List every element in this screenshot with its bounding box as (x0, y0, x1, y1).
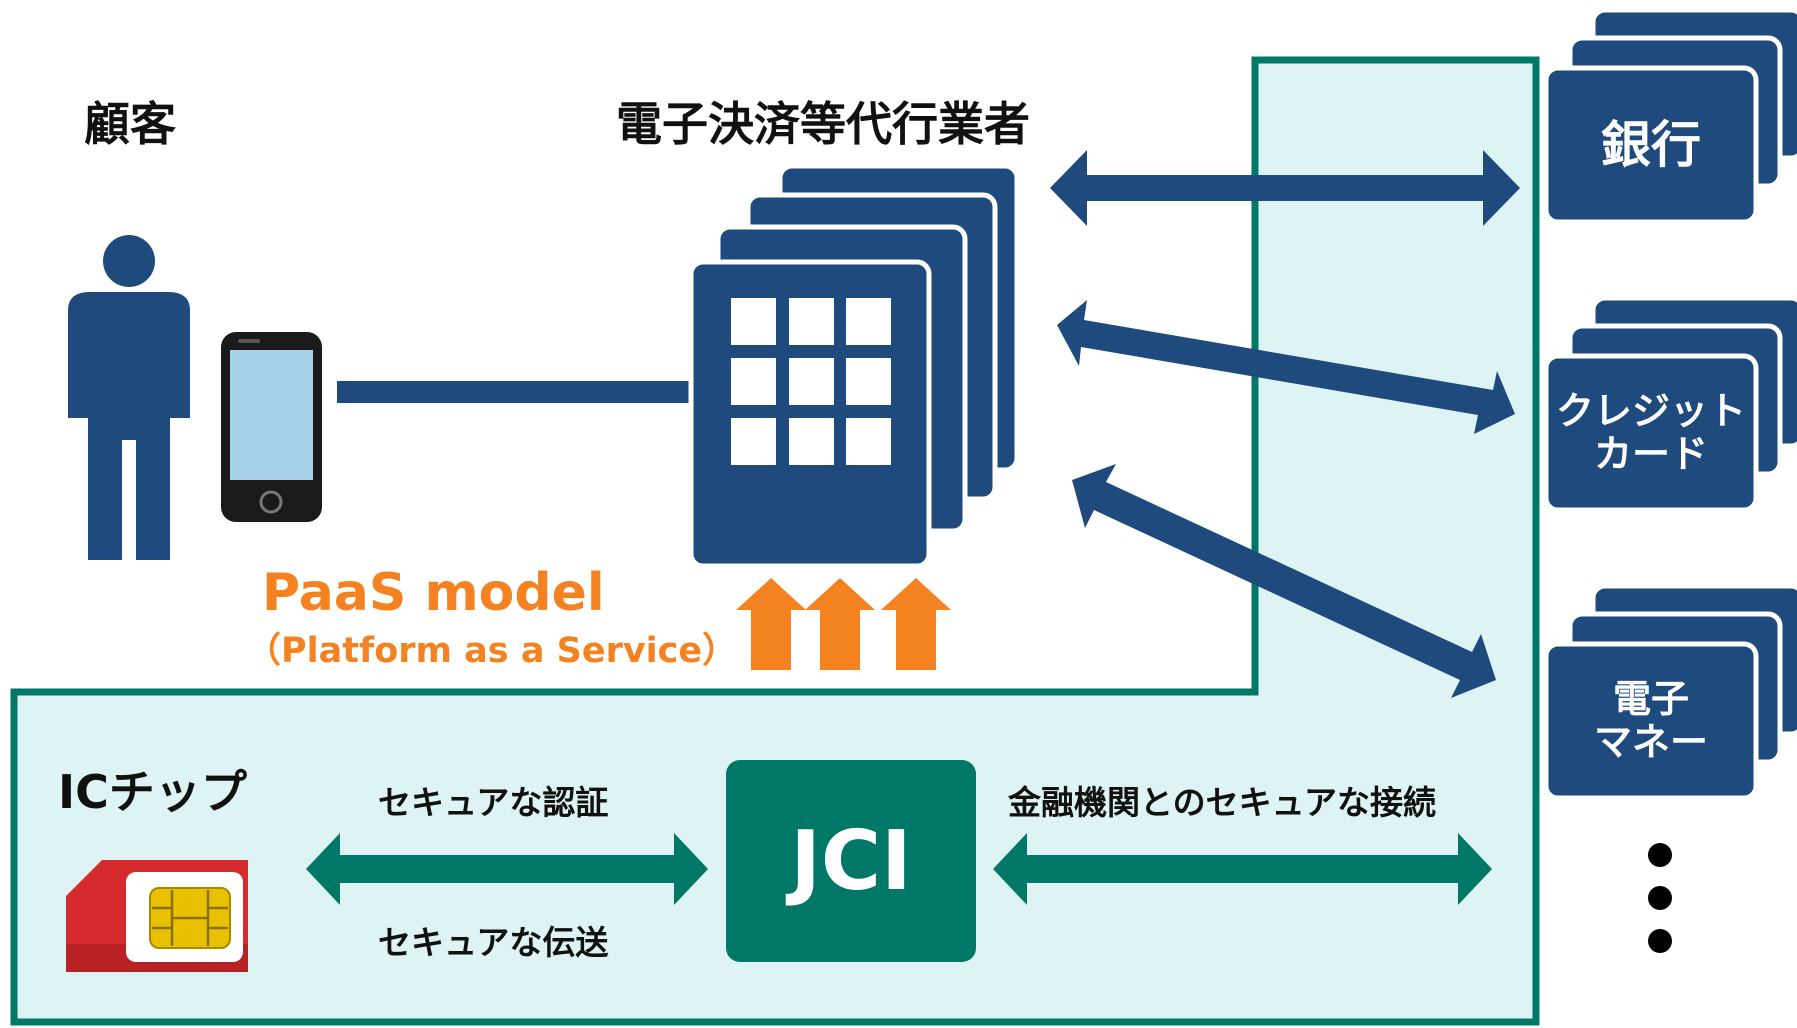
institution-bank (1543, 7, 1797, 225)
customer-label: 顧客 (84, 97, 176, 151)
arrow-provider-emoney (1072, 464, 1496, 698)
jci-label: JCI (790, 813, 912, 909)
smartphone-icon (221, 332, 322, 522)
arrow-jci-institutions (993, 833, 1492, 905)
paas-arrow-up-2 (805, 578, 875, 670)
secure-transfer-label: セキュアな伝送 (378, 923, 609, 962)
teal-arrows (306, 833, 1492, 905)
paas-subtitle: （Platform as a Service） (246, 631, 738, 671)
sim-card-icon (66, 860, 248, 972)
institution-bank-label: 銀行 (1601, 116, 1701, 174)
jci-platform-region (10, 56, 1540, 1026)
institution-credit-card (1543, 295, 1797, 513)
institution-e-money (1543, 583, 1797, 801)
arrow-provider-bank (1050, 150, 1520, 226)
person-icon (68, 235, 190, 560)
jci-box (726, 760, 976, 962)
institution-e-money-label: 電子 マネー (1593, 677, 1708, 764)
ic-chip-label: ICチップ (58, 765, 247, 819)
secure-connection-label: 金融機関とのセキュアな接続 (1008, 783, 1437, 822)
arrow-chip-jci (306, 833, 708, 905)
arrow-provider-credit (1057, 300, 1515, 434)
customer-provider-connector (337, 381, 691, 403)
building-icon (688, 163, 1020, 569)
provider-label: 電子決済等代行業者 (616, 97, 1030, 151)
paas-arrows (736, 578, 951, 670)
institution-credit-card-label: クレジット カード (1555, 389, 1746, 476)
paas-title: PaaS model (262, 563, 605, 623)
ellipsis-icon (1648, 843, 1672, 953)
secure-auth-label: セキュアな認証 (378, 783, 609, 822)
provider-institution-arrows (1050, 150, 1520, 698)
paas-arrow-up-3 (881, 578, 951, 670)
paas-arrow-up-1 (736, 578, 806, 670)
